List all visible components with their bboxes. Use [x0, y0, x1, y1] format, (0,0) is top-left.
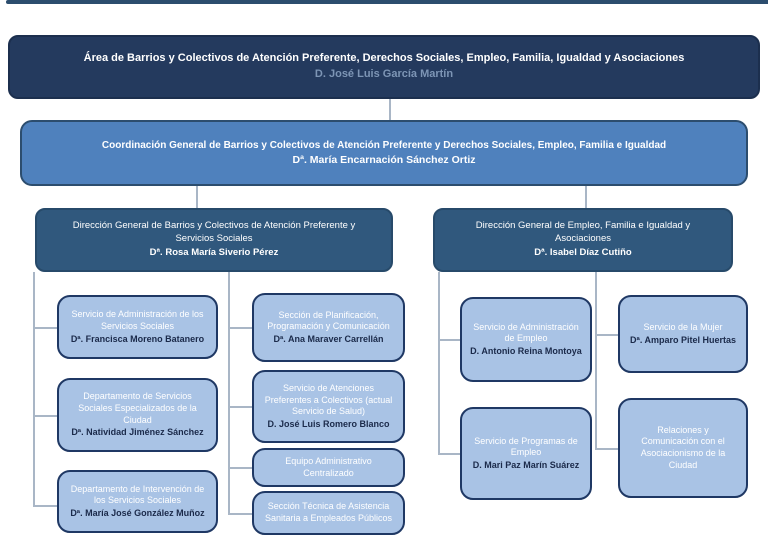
top-border-line: [6, 0, 768, 4]
box-title: Departamento de Servicios Sociales Espec…: [78, 391, 197, 425]
org-box-departamento-intervencion-servicios-sociales: Departamento de Intervención de los Serv…: [57, 470, 218, 533]
connector-line: [595, 272, 597, 449]
org-box-dg-barrios: Dirección General de Barrios y Colectivo…: [35, 208, 393, 272]
org-box-seccion-tecnica-asistencia-sanitaria: Sección Técnica de Asistencia Sanitaria …: [252, 491, 405, 535]
box-name: Dª. Amparo Pitel Huertas: [629, 334, 737, 345]
connector-line: [438, 453, 460, 455]
box-name: D. José Luis García Martín: [314, 68, 454, 80]
box-title: Servicio de Programas de Empleo: [474, 435, 578, 458]
connector-line: [33, 272, 35, 506]
box-name: Dª. Francisca Moreno Batanero: [70, 333, 205, 344]
box-title: Equipo Administrativo Centralizado: [285, 455, 372, 478]
connector-line: [438, 339, 460, 341]
org-box-servicio-administracion-empleo: Servicio de Administración de Empleo D. …: [460, 297, 592, 382]
connector-line: [228, 406, 252, 408]
box-title: Departamento de Intervención de los Serv…: [70, 483, 205, 506]
org-box-area: Área de Barrios y Colectivos de Atención…: [8, 35, 760, 99]
connector-line: [228, 467, 252, 469]
connector-line: [438, 272, 440, 454]
box-name: D. Antonio Reina Montoya: [470, 346, 582, 357]
box-title: Relaciones y Comunicación con el Asociac…: [640, 424, 726, 470]
box-title: Coordinación General de Barrios y Colect…: [101, 139, 667, 151]
box-name: Dª. Ana Maraver Carrellán: [273, 334, 384, 345]
org-box-dg-empleo: Dirección General de Empleo, Familia e I…: [433, 208, 733, 272]
connector-line: [228, 513, 252, 515]
org-box-servicio-atenciones-preferentes: Servicio de Atenciones Preferentes a Col…: [252, 370, 405, 443]
box-name: Dª. Rosa María Siverio Pérez: [149, 246, 279, 258]
org-box-servicio-programas-empleo: Servicio de Programas de Empleo D. Mari …: [460, 407, 592, 500]
org-box-equipo-administrativo-centralizado: Equipo Administrativo Centralizado: [252, 448, 405, 487]
connector-line: [33, 415, 57, 417]
connector-line: [585, 186, 587, 208]
org-box-seccion-planificacion: Sección de Planificación, Programación y…: [252, 293, 405, 362]
connector-line: [228, 272, 230, 514]
box-title: Servicio de la Mujer: [643, 322, 723, 333]
box-name: Dª. María Encarnación Sánchez Ortiz: [292, 153, 476, 166]
connector-line: [33, 327, 57, 329]
connector-line: [595, 448, 618, 450]
box-title: Dirección General de Empleo, Familia e I…: [475, 220, 691, 244]
org-box-servicio-mujer: Servicio de la Mujer Dª. Amparo Pitel Hu…: [618, 295, 748, 373]
box-name: D. Mari Paz Marín Suárez: [472, 460, 580, 471]
box-name: Dª. Natividad Jiménez Sánchez: [71, 427, 204, 438]
connector-line: [33, 505, 57, 507]
org-box-departamento-servicios-sociales-especializados: Departamento de Servicios Sociales Espec…: [57, 378, 218, 452]
box-title: Sección de Planificación, Programación y…: [267, 309, 390, 332]
box-title: Dirección General de Barrios y Colectivo…: [72, 220, 356, 244]
box-title: Servicio de Atenciones Preferentes a Col…: [264, 382, 393, 417]
box-title: Sección Técnica de Asistencia Sanitaria …: [264, 501, 393, 523]
box-name: D. José Luis Romero Blanco: [267, 418, 390, 429]
box-title: Servicio de Administración de Empleo: [473, 321, 579, 344]
box-title: Área de Barrios y Colectivos de Atención…: [83, 52, 685, 65]
connector-line: [196, 186, 198, 208]
connector-line: [228, 327, 252, 329]
box-title: Servicio de Administración de los Servic…: [71, 309, 204, 331]
connector-line: [595, 334, 618, 336]
box-name: Dª. María José González Muñoz: [70, 508, 205, 519]
org-box-relaciones-comunicacion-asociacionismo: Relaciones y Comunicación con el Asociac…: [618, 398, 748, 498]
box-name: Dª. Isabel Díaz Cutiño: [534, 246, 632, 258]
connector-line: [389, 99, 391, 120]
org-box-coordinacion-general: Coordinación General de Barrios y Colect…: [20, 120, 748, 186]
org-box-servicio-administracion-servicios-sociales: Servicio de Administración de los Servic…: [57, 295, 218, 359]
